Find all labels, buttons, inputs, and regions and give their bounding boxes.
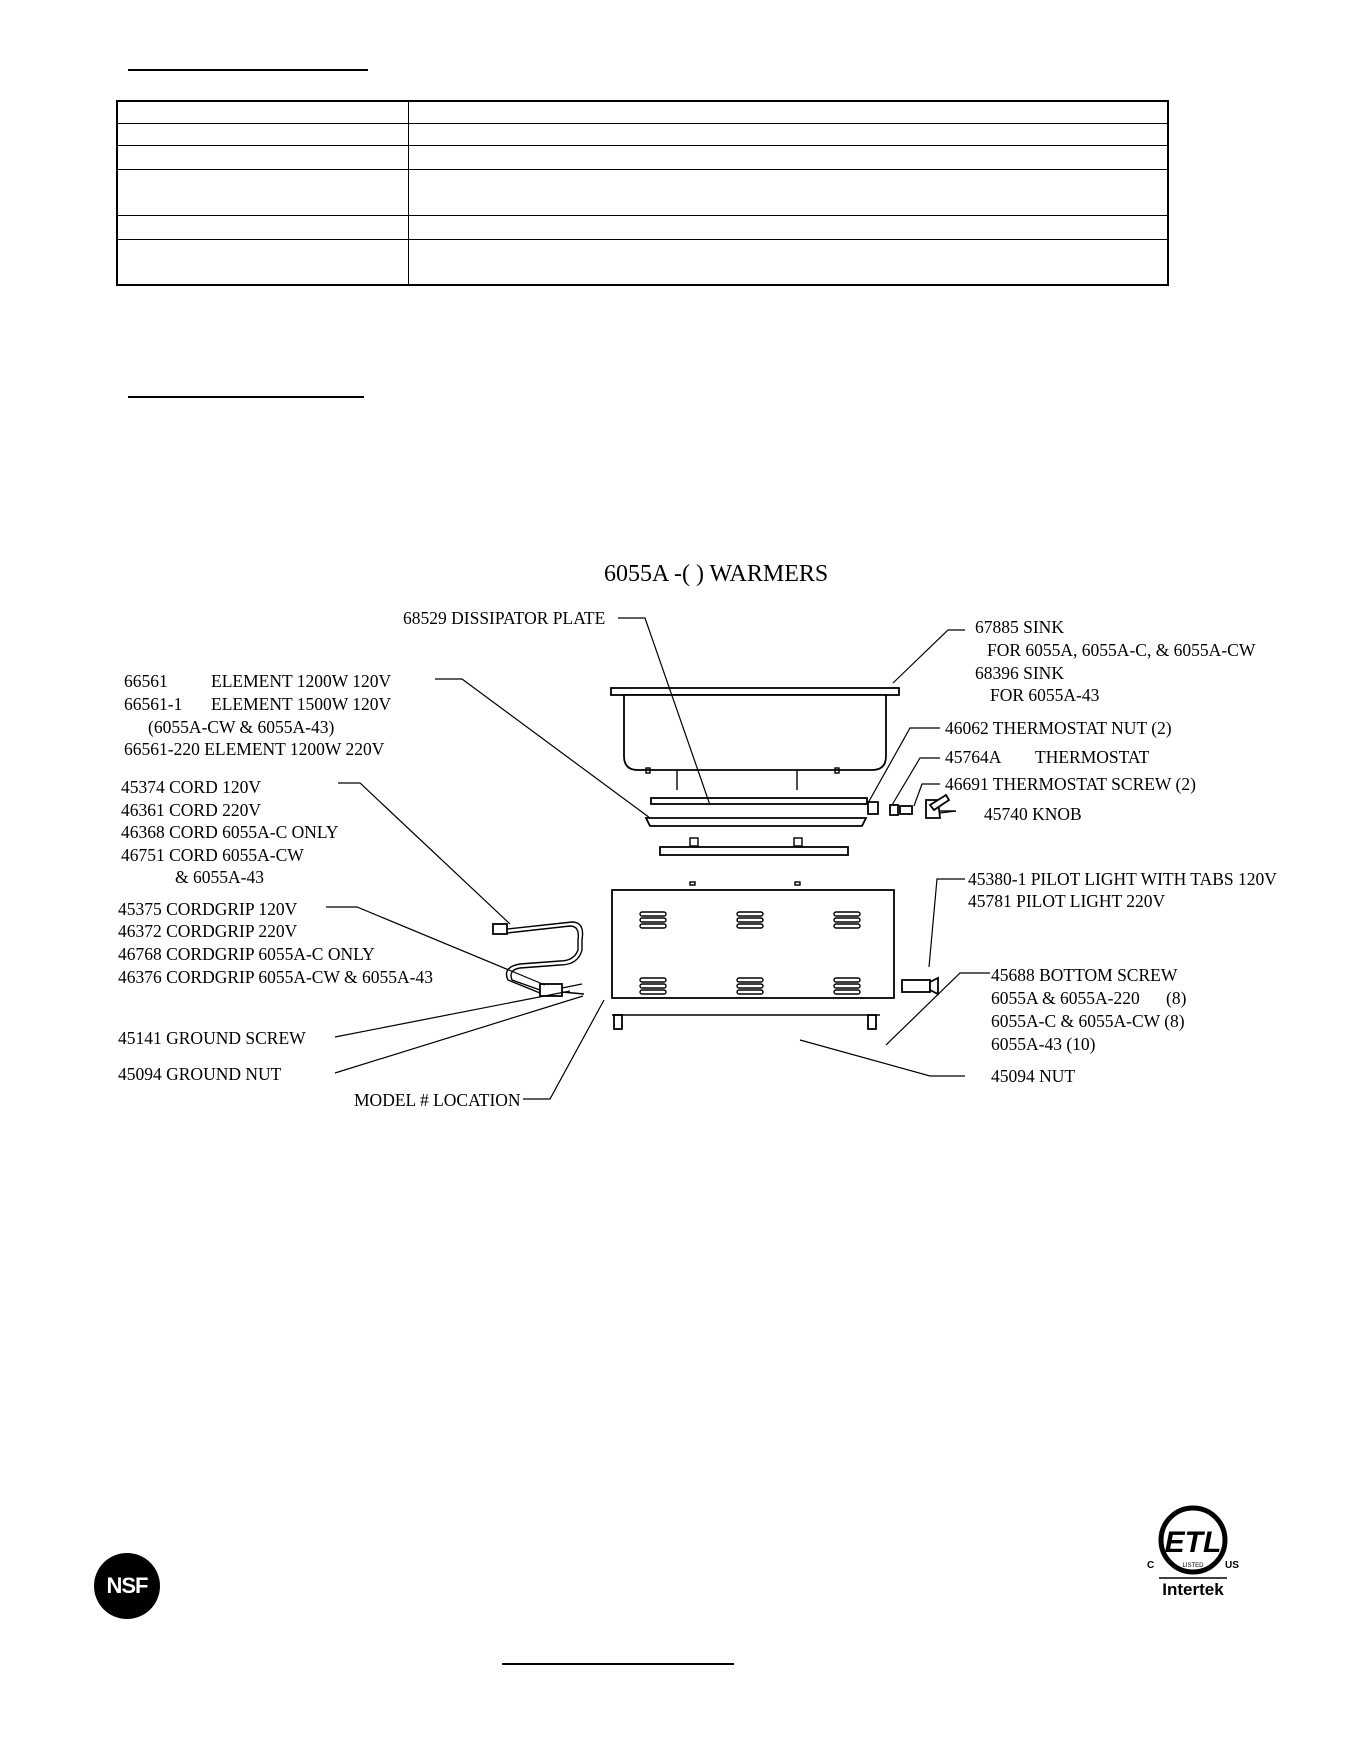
label-knob: 45740 KNOB [984,804,1082,824]
vent-slot [736,989,764,995]
footer-underline [502,1663,734,1665]
specification-table [116,100,1169,286]
label-cord-4: 46751 CORD 6055A-CW [121,845,304,865]
etl-c-text: C [1147,1560,1154,1571]
housing-part [611,881,895,1030]
sink-part [610,687,900,790]
table-cell [408,168,1169,216]
table-row [117,101,1169,124]
label-pilot-light-2: 45781 PILOT LIGHT 220V [968,891,1166,911]
label-nut: 45094 NUT [991,1066,1075,1086]
label-pilot-light-1: 45380-1 PILOT LIGHT WITH TABS 120V [968,869,1277,889]
etl-listed-text: LISTED [1182,1563,1204,1569]
label-cordgrip-4: 46376 CORDGRIP 6055A-CW & 6055A-43 [118,967,433,987]
cord-part [492,921,585,997]
label-bottom-screw-1: 45688 BOTTOM SCREW [991,965,1178,985]
label-thermostat-a: 45764A [945,747,1002,767]
label-element-1b: ELEMENT 1200W 120V [211,671,392,691]
label-cordgrip-1: 45375 CORDGRIP 120V [118,899,298,919]
etl-us-text: US [1225,1560,1239,1571]
label-element-3: (6055A-CW & 6055A-43) [148,717,334,737]
vent-slot [833,917,861,923]
etl-mark-text: ETL [1165,1526,1222,1559]
nsf-logo-text: NSF [106,1573,149,1598]
vent-slot [833,923,861,929]
part-labels: 68529 DISSIPATOR PLATE 67885 SINK FOR 60… [118,608,1277,1110]
vent-slot [736,923,764,929]
label-element-4: 66561-220 ELEMENT 1200W 220V [124,739,385,759]
label-cordgrip-3: 46768 CORDGRIP 6055A-C ONLY [118,944,375,964]
label-cord-3: 46368 CORD 6055A-C ONLY [121,822,339,842]
vent-slot [736,977,764,983]
label-element-1a: 66561 [124,671,168,691]
label-element-2b: ELEMENT 1500W 120V [211,694,392,714]
intertek-wordmark: Intertek [1162,1580,1224,1599]
label-dissipator-plate: 68529 DISSIPATOR PLATE [403,608,605,628]
vent-slot [833,911,861,917]
vent-slot [736,911,764,917]
pilot-light-part [901,976,939,996]
vent-slot [639,917,667,923]
table-cell [117,238,409,285]
diagram-title: 6055A -( ) WARMERS [604,561,828,587]
table-cell [408,214,1169,240]
label-thermostat-nut: 46062 THERMOSTAT NUT (2) [945,718,1172,738]
label-bottom-screw-2-count: (8) [1166,988,1187,1008]
label-model-location: MODEL # LOCATION [354,1090,521,1110]
table-cell [408,238,1169,285]
label-bottom-screw-4: 6055A-43 (10) [991,1034,1096,1054]
vent-slot [833,977,861,983]
section-heading-underline-1 [128,69,368,71]
label-sink-1: 67885 SINK [975,617,1064,637]
label-ground-nut: 45094 GROUND NUT [118,1064,282,1084]
vent-slot [639,983,667,989]
label-bottom-screw-2: 6055A & 6055A-220 [991,988,1140,1008]
label-sink-3: 68396 SINK [975,663,1064,683]
table-row [117,238,1169,285]
nsf-logo: NSF [94,1553,160,1619]
vent-slot [639,923,667,929]
vent-slot [639,911,667,917]
label-thermostat-b: THERMOSTAT [1035,747,1150,767]
vent-slot [639,977,667,983]
label-cord-5: & 6055A-43 [175,867,264,887]
label-sink-4: FOR 6055A-43 [990,685,1100,705]
label-cord-1: 45374 CORD 120V [121,777,261,797]
label-element-2a: 66561-1 [124,694,182,714]
dissipator-plate-part [650,797,868,805]
vent-slot [833,983,861,989]
vent-slot [736,917,764,923]
leader-lines [326,617,990,1100]
vent-slot [639,989,667,995]
vent-slot [736,983,764,989]
label-bottom-screw-3: 6055A-C & 6055A-CW (8) [991,1011,1185,1031]
label-thermostat-screw: 46691 THERMOSTAT SCREW (2) [945,774,1196,794]
label-sink-2: FOR 6055A, 6055A-C, & 6055A-CW [987,640,1256,660]
etl-listed-logo: ETL LISTED C US [1147,1505,1239,1579]
label-cord-2: 46361 CORD 220V [121,800,261,820]
label-ground-screw: 45141 GROUND SCREW [118,1028,306,1048]
thermostat-group [867,793,956,819]
label-cordgrip-2: 46372 CORDGRIP 220V [118,921,298,941]
section-heading-underline-2 [128,396,364,398]
table-row [117,168,1169,216]
element-part [644,817,868,856]
vent-slot [833,989,861,995]
table-row [117,122,1169,146]
